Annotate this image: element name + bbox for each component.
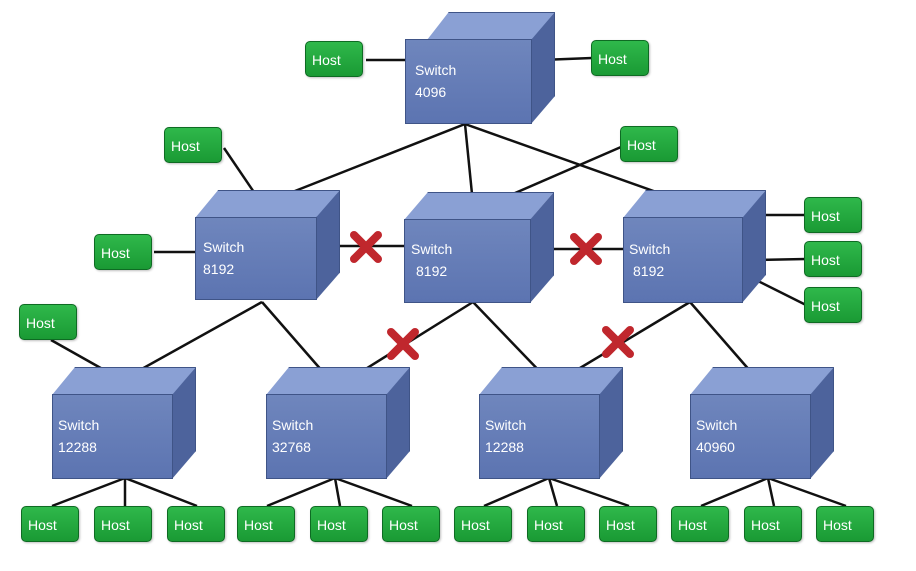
switch-top-face (195, 190, 340, 218)
switch-value: 12288 (485, 439, 524, 455)
switch-front-face (52, 394, 173, 479)
host-node[interactable]: Host (599, 506, 657, 542)
switch-front-face (404, 219, 531, 303)
host-node[interactable]: Host (804, 241, 862, 277)
link (334, 476, 413, 508)
switch-front-face (195, 217, 317, 300)
link (548, 476, 630, 508)
host-node[interactable]: Host (620, 126, 678, 162)
switch-top-face (479, 367, 623, 395)
switch-value: 8192 (203, 261, 235, 277)
link (700, 476, 769, 508)
link (266, 476, 336, 508)
host-node[interactable]: Host (94, 234, 152, 270)
switch-value: 12288 (58, 439, 97, 455)
switch-node-bottom-4[interactable]: Switch 40960 (690, 367, 834, 479)
host-node[interactable]: Host (164, 127, 222, 163)
switch-value: 8192 (416, 263, 448, 279)
switch-value: 32768 (272, 439, 311, 455)
link (463, 123, 475, 205)
link (51, 476, 126, 508)
switch-label: Switch (203, 239, 245, 255)
host-node[interactable]: Host (744, 506, 802, 542)
switch-top-face (266, 367, 410, 395)
switch-top-face (52, 367, 196, 395)
host-node[interactable]: Host (382, 506, 440, 542)
switch-front-face (479, 394, 600, 479)
host-node[interactable]: Host (816, 506, 874, 542)
switch-top-face (623, 190, 766, 218)
host-node[interactable]: Host (671, 506, 729, 542)
host-node[interactable]: Host (454, 506, 512, 542)
link (333, 477, 342, 507)
host-node[interactable]: Host (94, 506, 152, 542)
switch-node-left[interactable]: Switch 8192 (195, 190, 340, 300)
switch-front-face (405, 39, 532, 124)
switch-value: 40960 (696, 439, 735, 455)
host-node[interactable]: Host (237, 506, 295, 542)
switch-label: Switch (485, 417, 527, 433)
switch-value: 8192 (633, 263, 665, 279)
host-node[interactable]: Host (167, 506, 225, 542)
switch-node-bottom-3[interactable]: Switch 12288 (479, 367, 623, 479)
switch-top-face (690, 367, 834, 395)
host-node[interactable]: Host (305, 41, 363, 77)
host-node[interactable]: Host (310, 506, 368, 542)
host-node[interactable]: Host (527, 506, 585, 542)
switch-label: Switch (415, 62, 457, 78)
switch-label: Switch (696, 417, 738, 433)
switch-front-face (266, 394, 387, 479)
switch-node-middle[interactable]: Switch 8192 (404, 192, 554, 303)
link (124, 476, 198, 508)
switch-label: Switch (411, 241, 453, 257)
host-node[interactable]: Host (804, 287, 862, 323)
link (751, 276, 807, 307)
switch-top-face (404, 192, 554, 220)
host-node[interactable]: Host (591, 40, 649, 76)
host-node[interactable]: Host (804, 197, 862, 233)
link (483, 476, 550, 508)
switch-node-right[interactable]: Switch 8192 (623, 190, 766, 303)
switch-front-face (623, 217, 743, 303)
host-node[interactable]: Host (19, 304, 77, 340)
switch-front-face (690, 394, 811, 479)
switch-node-root[interactable]: Switch 4096 (405, 12, 555, 124)
switch-node-bottom-1[interactable]: Switch 12288 (52, 367, 196, 479)
link (547, 477, 559, 507)
link (766, 477, 776, 507)
host-node[interactable]: Host (21, 506, 79, 542)
switch-label: Switch (58, 417, 100, 433)
switch-value: 4096 (415, 84, 447, 100)
link (767, 476, 847, 508)
switch-label: Switch (629, 241, 671, 257)
switch-node-bottom-2[interactable]: Switch 32768 (266, 367, 410, 479)
switch-label: Switch (272, 417, 314, 433)
